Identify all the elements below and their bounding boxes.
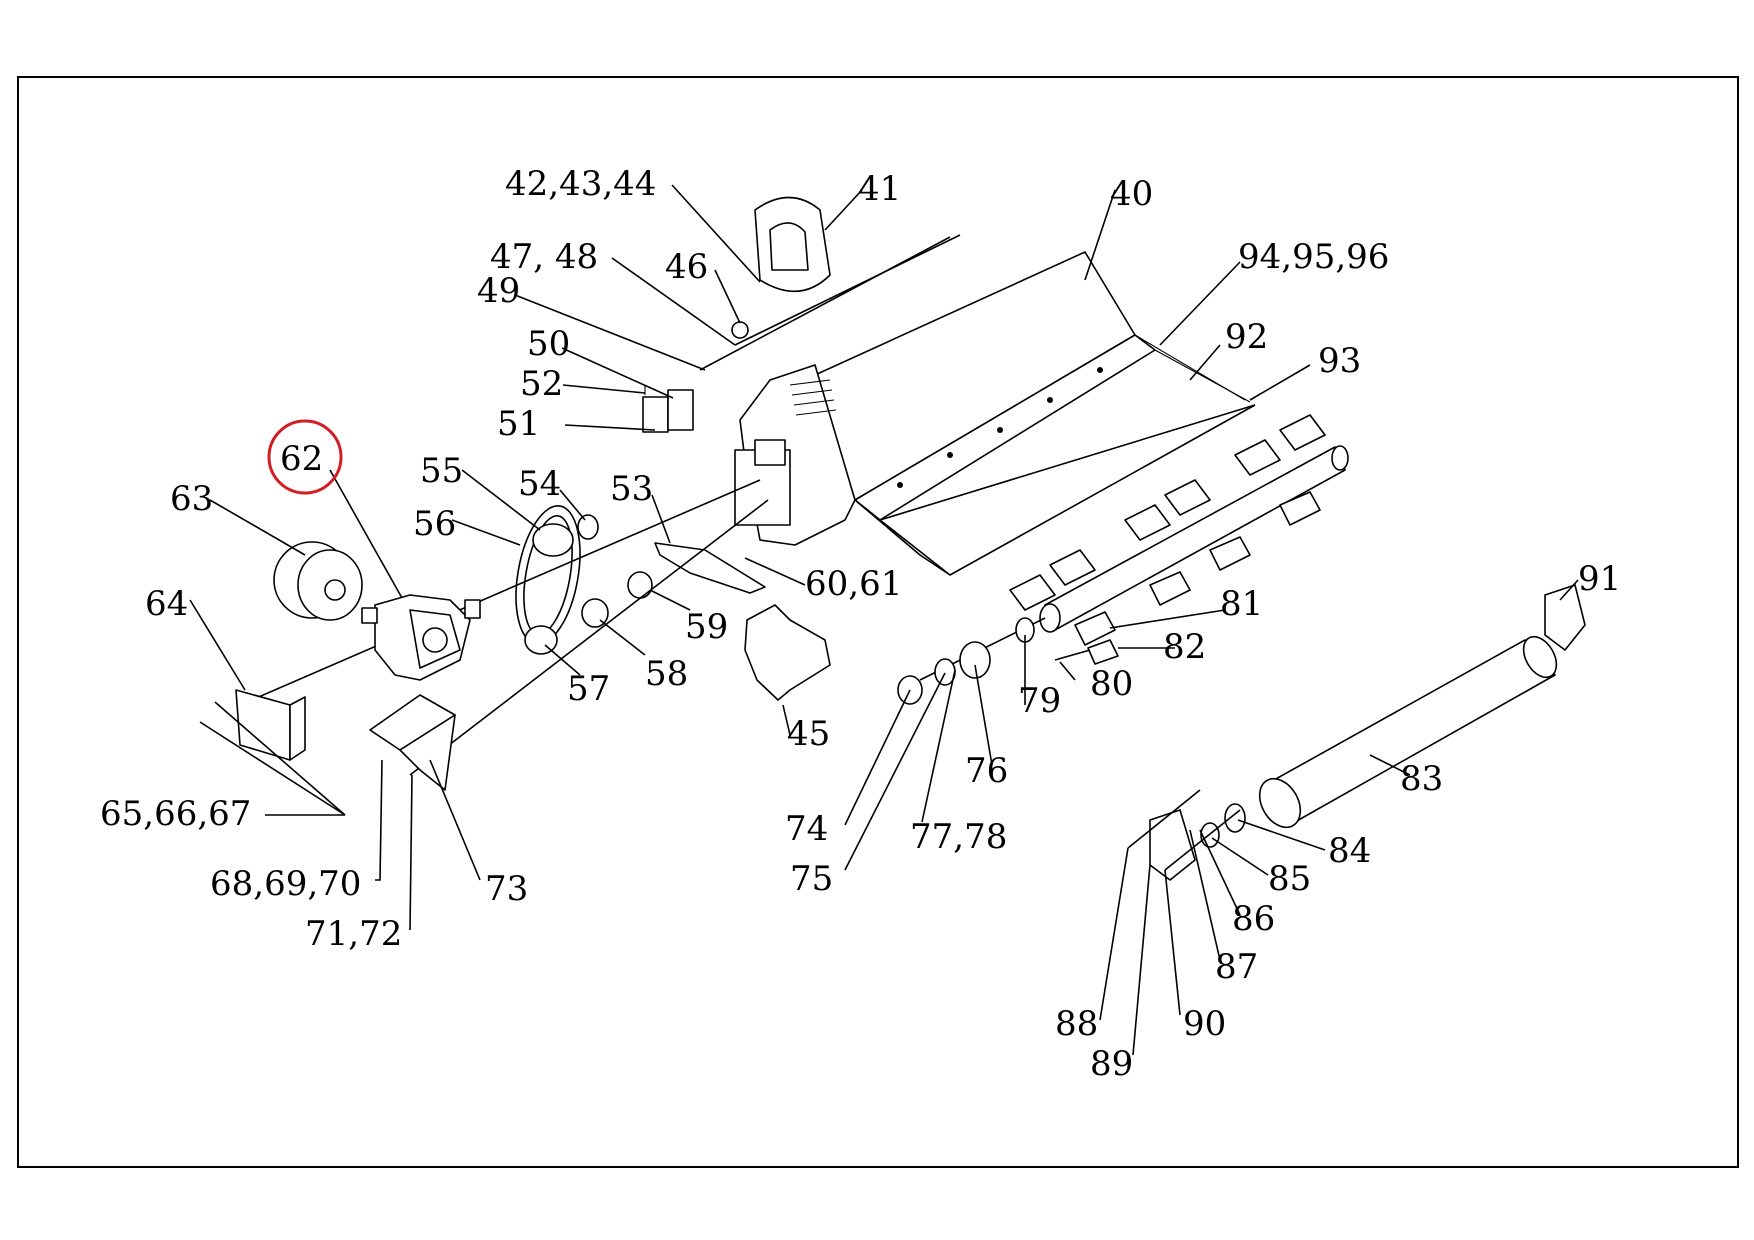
belt-drive-part bbox=[515, 505, 581, 655]
callout-52: 52 bbox=[520, 364, 563, 404]
callout-91: 91 bbox=[1578, 559, 1621, 599]
callout-58: 58 bbox=[645, 654, 688, 694]
callout-49: 49 bbox=[477, 271, 520, 311]
callout-41: 41 bbox=[858, 169, 901, 209]
callout-64: 64 bbox=[145, 584, 188, 624]
belt-cover-part bbox=[754, 196, 831, 293]
callout-56: 56 bbox=[413, 504, 456, 544]
part-drawings bbox=[235, 196, 1586, 881]
callout-40: 40 bbox=[1110, 174, 1153, 214]
callout-62: 62 bbox=[280, 439, 323, 479]
callout-63: 63 bbox=[170, 479, 213, 519]
gearbox-mount-part bbox=[369, 694, 456, 791]
callout-65-66-67: 65,66,67 bbox=[100, 794, 251, 834]
callout-83: 83 bbox=[1400, 759, 1443, 799]
roller-part bbox=[1258, 635, 1558, 829]
callout-86: 86 bbox=[1232, 899, 1275, 939]
callout-labels: 40 41 42,43,44 45 46 47, 48 49 50 51 52 … bbox=[100, 164, 1621, 1084]
gearbox-part bbox=[361, 594, 481, 681]
callout-90: 90 bbox=[1183, 1004, 1226, 1044]
callout-55: 55 bbox=[420, 451, 463, 491]
callout-45: 45 bbox=[787, 714, 830, 754]
callout-73: 73 bbox=[485, 869, 528, 909]
callout-93: 93 bbox=[1318, 341, 1361, 381]
drawing-frame bbox=[17, 76, 1739, 1168]
highlight-circle-62 bbox=[267, 419, 343, 495]
clutch-part bbox=[273, 541, 363, 621]
callout-59: 59 bbox=[685, 607, 728, 647]
callout-84: 84 bbox=[1328, 831, 1371, 871]
callout-47-48: 47, 48 bbox=[490, 237, 598, 277]
callout-85: 85 bbox=[1268, 859, 1311, 899]
callout-94-95-96: 94,95,96 bbox=[1238, 237, 1389, 277]
callout-51: 51 bbox=[497, 404, 540, 444]
callout-42-43-44: 42,43,44 bbox=[505, 164, 656, 204]
side-plate-part bbox=[734, 364, 856, 546]
callout-57: 57 bbox=[567, 669, 610, 709]
callout-79: 79 bbox=[1018, 681, 1061, 721]
callout-81: 81 bbox=[1220, 584, 1263, 624]
callout-77-78: 77,78 bbox=[910, 817, 1007, 857]
callout-87: 87 bbox=[1215, 947, 1258, 987]
callout-80: 80 bbox=[1090, 664, 1133, 704]
callout-75: 75 bbox=[790, 859, 833, 899]
callout-71-72: 71,72 bbox=[305, 914, 402, 954]
callout-68-69-70: 68,69,70 bbox=[210, 864, 361, 904]
callout-76: 76 bbox=[965, 751, 1008, 791]
callout-46: 46 bbox=[665, 247, 708, 287]
callout-89: 89 bbox=[1090, 1044, 1133, 1084]
callout-92: 92 bbox=[1225, 317, 1268, 357]
callout-60-61: 60,61 bbox=[805, 564, 902, 604]
callout-50: 50 bbox=[527, 324, 570, 364]
callout-54: 54 bbox=[518, 464, 561, 504]
rotor-part bbox=[919, 414, 1349, 681]
main-housing-part bbox=[814, 251, 1256, 576]
callout-53: 53 bbox=[610, 469, 653, 509]
callout-74: 74 bbox=[785, 809, 828, 849]
leader-lines bbox=[189, 184, 1579, 1056]
mount-bracket-part bbox=[235, 689, 306, 761]
callout-88: 88 bbox=[1055, 1004, 1098, 1044]
callout-82: 82 bbox=[1163, 627, 1206, 667]
